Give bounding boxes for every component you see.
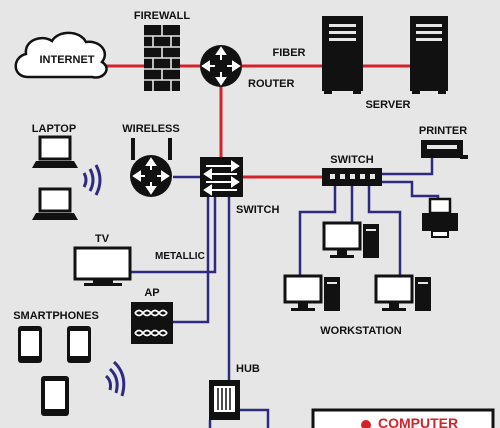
smartphone-icon xyxy=(18,326,42,363)
switch-right-label: SWITCH xyxy=(330,154,373,166)
right-switch: SWITCH xyxy=(322,154,382,186)
badge-label: COMPUTER xyxy=(378,415,458,428)
ap-icon xyxy=(131,302,173,344)
smartphones: SMARTPHONES xyxy=(13,310,126,416)
internet-cloud: INTERNET xyxy=(14,31,108,79)
internet-label: INTERNET xyxy=(40,54,95,66)
hub-down-right-link xyxy=(240,408,270,428)
printer-label: PRINTER xyxy=(419,125,467,137)
servers: SERVER xyxy=(322,16,448,111)
router: ROUTER FIBER xyxy=(200,45,306,90)
router-label: ROUTER xyxy=(248,78,295,90)
switch-workstation-left-link xyxy=(298,186,337,275)
wireless: WIRELESS xyxy=(122,123,180,197)
fiber-links xyxy=(100,64,410,179)
tablet-icon xyxy=(41,376,69,416)
main-switch: SWITCH xyxy=(200,157,279,216)
firewall: FIREWALL xyxy=(134,10,190,91)
firewall-icon xyxy=(144,25,180,91)
metallic-label: METALLIC xyxy=(155,251,205,262)
cloud-icon xyxy=(14,31,108,79)
workstations: WORKSTATION xyxy=(283,221,431,337)
switch-icon xyxy=(322,168,382,186)
switch-workstation-right-link xyxy=(367,186,402,275)
smartphones-label: SMARTPHONES xyxy=(13,310,99,322)
laptop-label: LAPTOP xyxy=(32,123,76,135)
laptop-icon xyxy=(32,135,78,168)
workstation-icon xyxy=(283,274,340,311)
server-icon xyxy=(322,16,363,94)
router-icon xyxy=(130,138,172,197)
computer-badge: COMPUTER xyxy=(311,408,495,428)
ap-label: AP xyxy=(144,287,159,299)
workstation-icon xyxy=(374,274,431,311)
firewall-label: FIREWALL xyxy=(134,10,190,22)
tv-label: TV xyxy=(95,233,110,245)
access-point: AP xyxy=(131,287,173,344)
workstation-icon xyxy=(322,221,379,258)
laptop-icon xyxy=(32,187,78,220)
switch-icon xyxy=(200,157,243,197)
server-icon xyxy=(410,16,448,94)
printer-icon xyxy=(422,197,458,238)
laptops: LAPTOP xyxy=(32,123,102,220)
tv-switch-link xyxy=(130,197,217,274)
red-dot-icon xyxy=(361,420,371,428)
hub: HUB xyxy=(209,363,260,420)
smartphone-icon xyxy=(67,326,91,363)
wireless-label: WIRELESS xyxy=(122,123,179,135)
printer-icon xyxy=(421,140,468,159)
wifi-icon xyxy=(82,164,102,196)
fiber-label: FIBER xyxy=(273,47,306,59)
ap-switch-link xyxy=(173,197,210,324)
switch-main-label: SWITCH xyxy=(236,204,279,216)
server-label: SERVER xyxy=(365,99,410,111)
hub-icon xyxy=(209,380,240,420)
wifi-icon xyxy=(104,360,126,397)
tv-icon xyxy=(73,246,132,286)
router-icon xyxy=(200,45,242,87)
printers: PRINTER xyxy=(419,125,468,238)
tv: TV METALLIC xyxy=(73,233,205,286)
workstation-label: WORKSTATION xyxy=(320,325,402,337)
hub-label: HUB xyxy=(236,363,260,375)
